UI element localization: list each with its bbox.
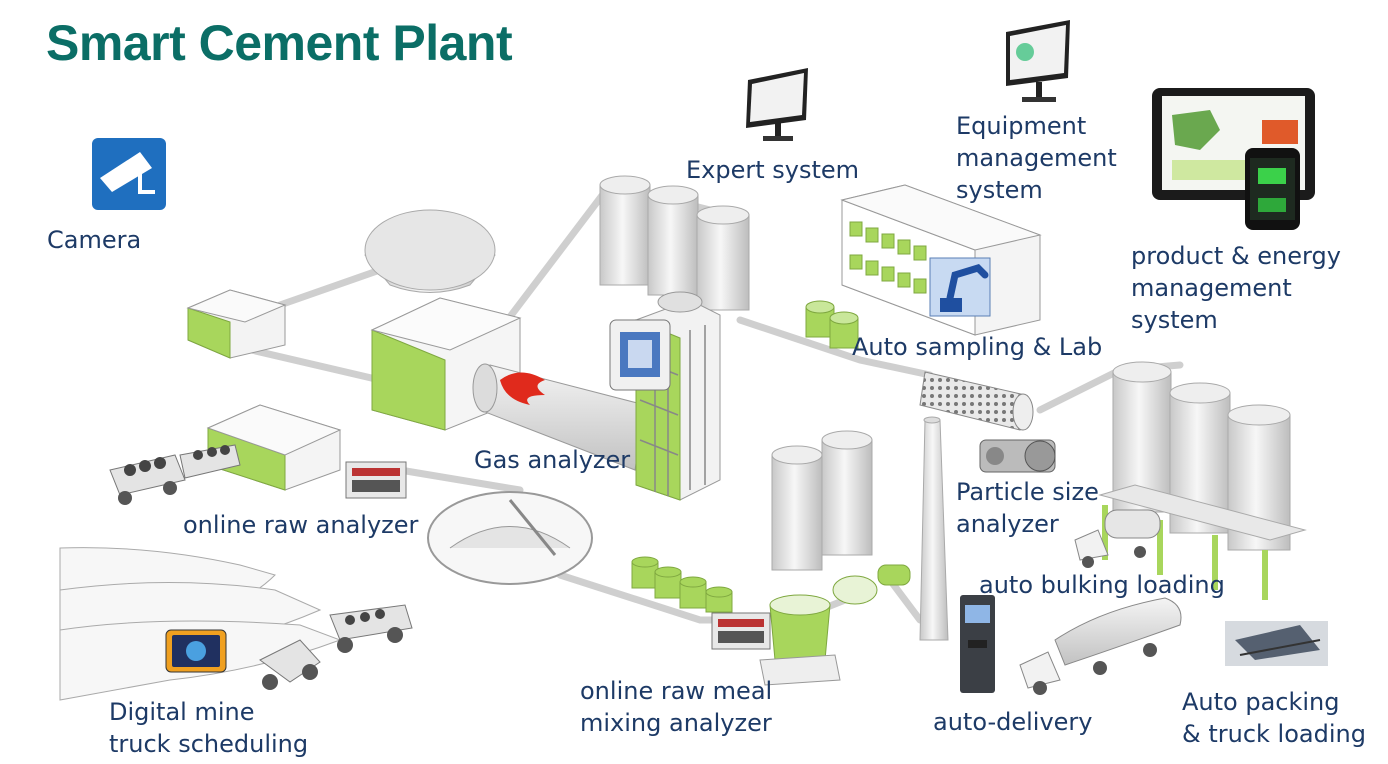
phone-icon <box>1245 148 1300 230</box>
quarry-terrain <box>59 547 342 701</box>
particle-analyzer-icon <box>979 439 1056 473</box>
label-online-raw: online raw analyzer <box>183 511 419 539</box>
label-equipment-management: Equipment management system <box>956 112 1117 204</box>
tanker-truck <box>1019 597 1182 695</box>
rotary-kiln <box>472 363 646 471</box>
gas-analyzer-icon <box>609 319 671 391</box>
raw-material-shed <box>206 404 342 491</box>
kiosk-icon <box>960 595 995 693</box>
label-gas-analyzer: Gas analyzer <box>474 446 631 474</box>
bulk-truck <box>1074 509 1161 568</box>
raw-mill <box>759 564 911 686</box>
label-product-energy: product & energy management system <box>1131 242 1341 334</box>
monitor-icon <box>1006 20 1070 102</box>
label-camera: Camera <box>47 226 142 254</box>
xrf-analyzer-icon <box>345 461 407 499</box>
label-auto-sampling: Auto sampling & Lab <box>852 333 1103 361</box>
flame-icon <box>500 372 545 405</box>
label-particle-size: Particle size analyzer <box>956 478 1099 538</box>
cement-silos-right <box>1098 361 1307 600</box>
xrf-analyzer-icon <box>711 612 771 650</box>
packing-machine-icon <box>1225 621 1328 666</box>
homogenizing-tanks <box>631 556 733 613</box>
dump-trucks <box>109 444 241 505</box>
monitor-icon <box>746 68 808 141</box>
label-auto-delivery: auto-delivery <box>933 708 1093 736</box>
label-auto-bulking: auto bulking loading <box>979 571 1225 599</box>
crusher-building <box>186 289 287 359</box>
mine-trucks <box>259 604 413 690</box>
gps-device-icon <box>165 629 227 673</box>
cement-mill <box>919 371 1034 431</box>
cement-silos-top <box>599 175 750 311</box>
page-title: Smart Cement Plant <box>46 15 513 71</box>
robot-arm-icon <box>929 257 991 317</box>
label-auto-packing: Auto packing & truck loading <box>1182 688 1366 748</box>
stockpile-dome <box>364 209 496 293</box>
camera-icon <box>92 138 166 210</box>
label-digital-mine: Digital mine truck scheduling <box>109 698 309 758</box>
circular-stockyard <box>427 491 593 585</box>
sampling-tanks <box>805 300 859 349</box>
chimney <box>919 416 949 641</box>
label-expert-system: Expert system <box>686 156 860 184</box>
label-raw-meal: online raw meal mixing analyzer <box>580 677 773 737</box>
raw-meal-silos <box>771 430 873 571</box>
